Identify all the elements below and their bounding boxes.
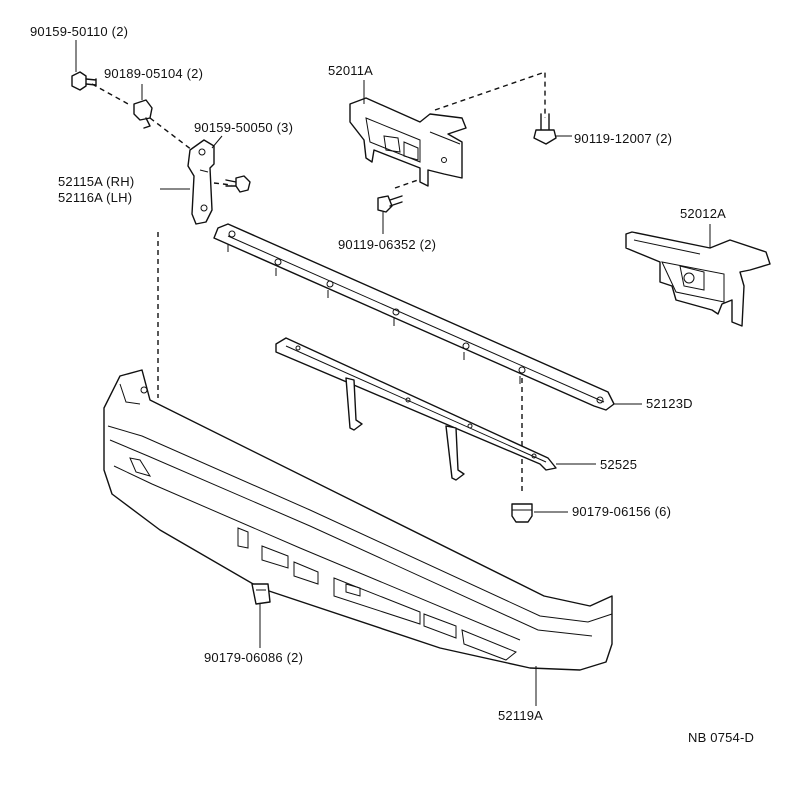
retainer-52123d-icon [213,223,615,411]
drawing-code: NB 0754-D [688,730,755,745]
retainer-90179-06156-icon [511,503,533,523]
bracket-52012a-icon [625,231,771,327]
label-52123d: 52123D [646,396,693,411]
screw-90119-06352-icon [377,195,403,228]
label-52119a: 52119A [498,708,544,723]
label-52115a: 52115A (RH) [58,174,135,189]
bracket-52011a-icon [349,97,467,187]
label-90179-06086: 90179-06086 (2) [204,650,304,665]
label-90179-06156: 90179-06156 (6) [572,504,672,519]
label-90189-05104: 90189-05104 (2) [104,66,204,81]
label-52011a: 52011A [328,63,374,78]
label-90159-50110: 90159-50110 (2) [30,24,129,39]
clip-90189-05104-icon [133,99,153,129]
bolt-90159-50110-icon [71,71,97,91]
label-90119-06352: 90119-06352 (2) [338,237,437,252]
dashed-guide-lines [91,71,546,495]
label-90159-50050: 90159-50050 (3) [194,120,294,135]
label-90119-12007: 90119-12007 (2) [574,131,673,146]
bolt-90159-50050-icon [225,175,251,193]
label-52525: 52525 [600,457,638,472]
label-52116a: 52116A (LH) [58,190,133,205]
label-52012a: 52012A [680,206,727,221]
bumper-cover-52119a-icon [103,369,613,671]
bracket-52115a-icon [187,139,215,225]
screw-90119-12007-icon [533,113,572,145]
leader-lines [75,40,711,706]
reinforcement-52525-icon [275,337,557,481]
nut-90179-06086-icon [251,583,271,605]
retainer-holes [228,230,604,404]
